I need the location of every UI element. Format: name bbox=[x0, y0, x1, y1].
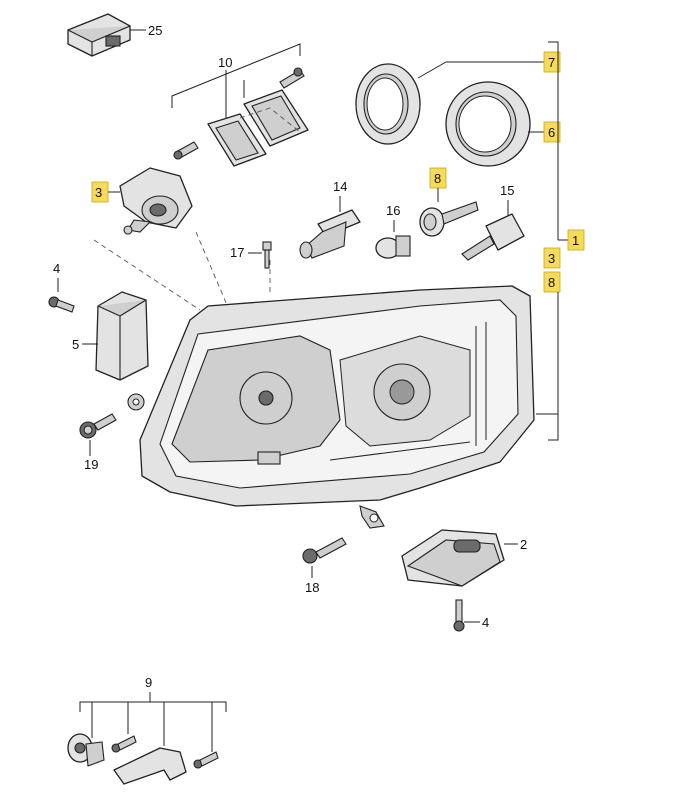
part-6-ring: 6 bbox=[445, 81, 561, 167]
part-4-screw-top: 4 bbox=[48, 261, 75, 313]
callout-5: 5 bbox=[72, 337, 79, 352]
part-14-bulb: 14 bbox=[299, 179, 361, 259]
callout-7: 7 bbox=[548, 55, 555, 70]
callout-4-bottom: 4 bbox=[482, 615, 489, 630]
callout-25: 25 bbox=[148, 23, 162, 38]
part-3-leveling-motor: 3 bbox=[91, 167, 193, 235]
part-5-ballast: 5 bbox=[72, 291, 149, 381]
callout-14: 14 bbox=[333, 179, 347, 194]
callout-19: 19 bbox=[84, 457, 98, 472]
part-8-bulb: 8 bbox=[419, 167, 479, 237]
part-17-screw: 17 bbox=[230, 241, 272, 269]
callout-9: 9 bbox=[145, 675, 152, 690]
callout-2: 2 bbox=[520, 537, 527, 552]
callout-8-top: 8 bbox=[434, 171, 441, 186]
part-9-repair-kit: 9 bbox=[67, 675, 227, 785]
headlight-assembly bbox=[127, 285, 535, 529]
callout-18: 18 bbox=[305, 580, 319, 595]
part-4-screw-bottom: 4 bbox=[453, 599, 489, 632]
part-15-xenon-bulb: 15 bbox=[461, 183, 525, 261]
callout-15: 15 bbox=[500, 183, 514, 198]
callout-16: 16 bbox=[386, 203, 400, 218]
callout-3-top: 3 bbox=[95, 185, 102, 200]
part-2-ballast-module: 2 bbox=[401, 529, 527, 587]
callout-6: 6 bbox=[548, 125, 555, 140]
callout-1: 1 bbox=[572, 233, 579, 248]
part-10-cover-gasket: 10 bbox=[171, 43, 309, 167]
part-18-screw: 18 bbox=[302, 537, 347, 595]
part-7-ring: 7 bbox=[355, 51, 561, 145]
callout-4-top: 4 bbox=[53, 261, 60, 276]
callout-3-right: 3 bbox=[548, 251, 555, 266]
part-19-screw: 19 bbox=[79, 413, 117, 472]
part-25-control-unit: 25 bbox=[67, 13, 162, 57]
assembly-bracket-right: 1 3 8 bbox=[536, 41, 585, 441]
callout-8-right: 8 bbox=[548, 275, 555, 290]
part-16-small-bulb: 16 bbox=[375, 203, 411, 259]
callout-10: 10 bbox=[218, 55, 232, 70]
callout-17: 17 bbox=[230, 245, 244, 260]
